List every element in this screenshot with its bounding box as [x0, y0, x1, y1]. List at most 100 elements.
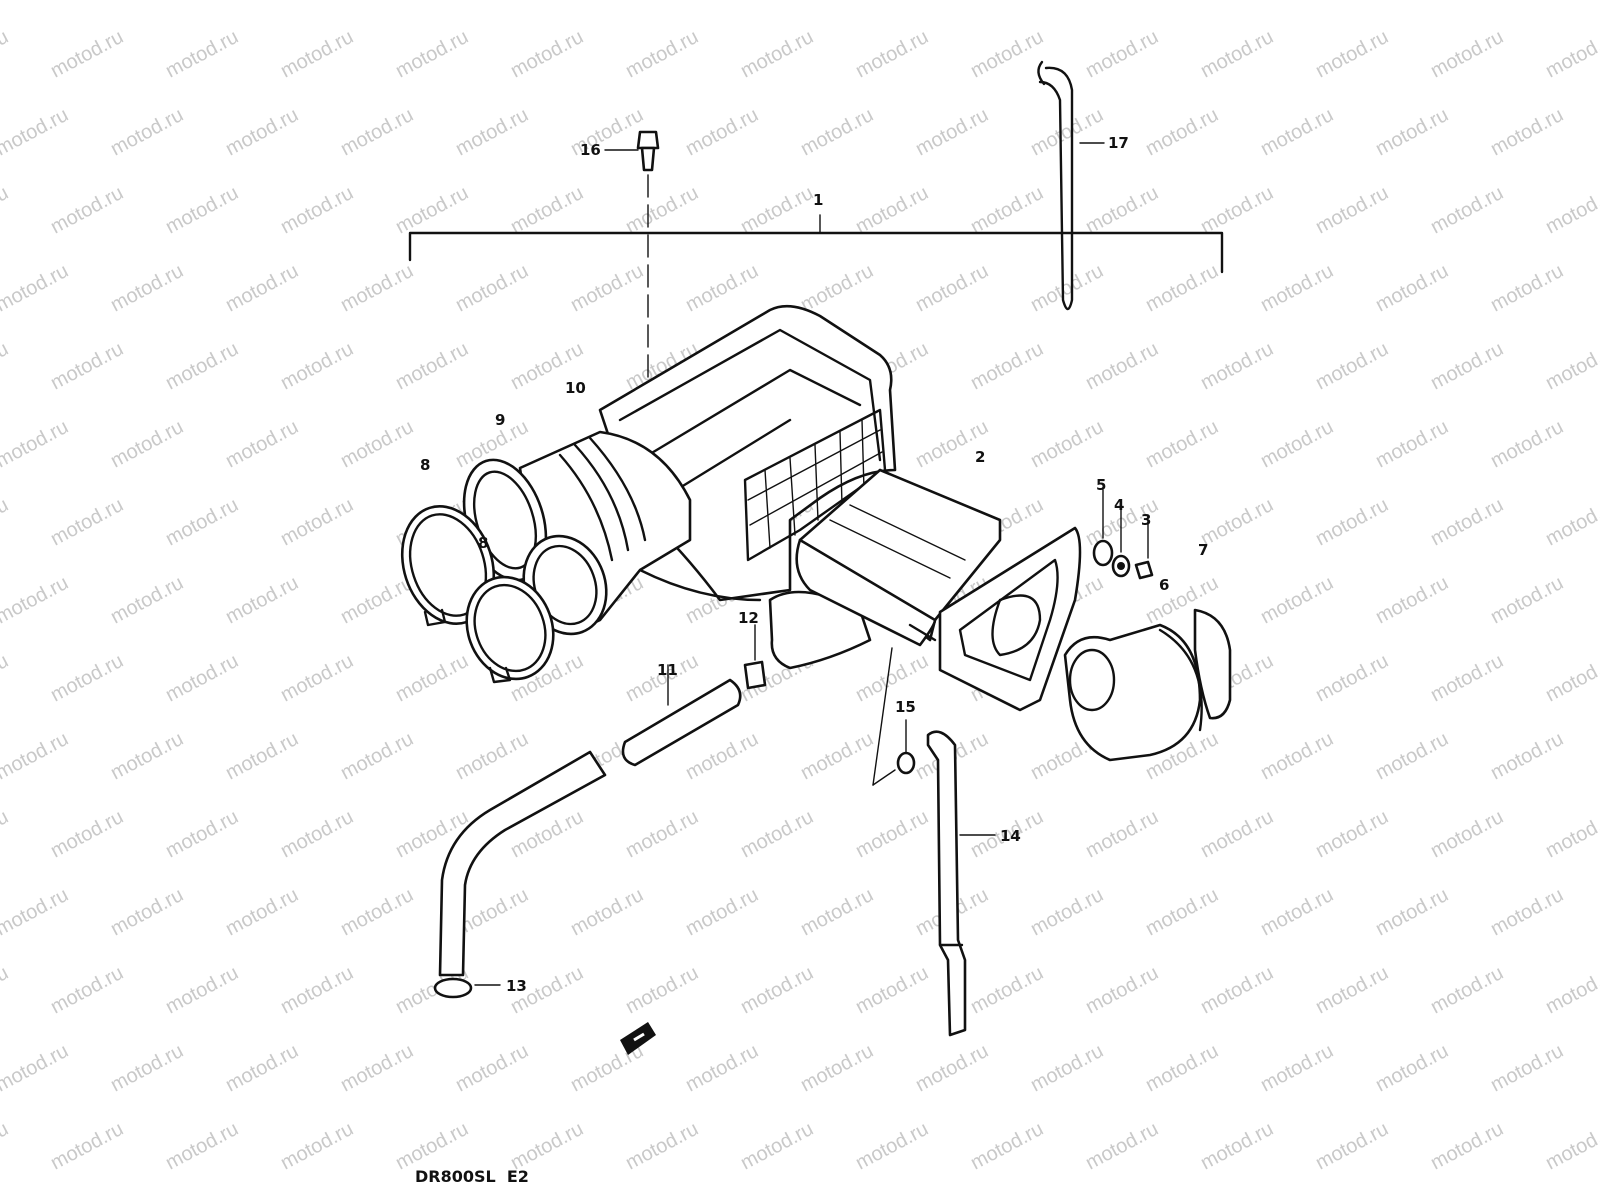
- watermark-text: motod.ru: [622, 182, 702, 238]
- callout-9: 9: [495, 411, 505, 429]
- filter-element-2: [795, 468, 1002, 647]
- watermark-text: motod.ru: [337, 728, 417, 784]
- watermark-text: motod.ru: [222, 104, 302, 160]
- watermark-text: motod.ru: [162, 494, 242, 550]
- watermark-text: motod.ru: [337, 0, 417, 4]
- watermark-text: motod.ru: [452, 1196, 532, 1200]
- watermark-text: motod.ru: [47, 1118, 127, 1174]
- watermark-text: motod.ru: [1082, 1118, 1162, 1174]
- callout-7: 7: [1198, 541, 1208, 559]
- callout-1: 1: [813, 191, 823, 209]
- watermark-text: motod.ru: [107, 0, 187, 4]
- watermark-text: motod.ru: [912, 0, 992, 4]
- watermark-text: motod.ru: [737, 26, 817, 82]
- watermark-text: motod.ru: [0, 416, 72, 472]
- watermark-text: motod.ru: [47, 182, 127, 238]
- watermark-text: motod.ru: [682, 1196, 762, 1200]
- watermark-text: motod.ru: [1427, 1118, 1507, 1174]
- watermark-text: motod.ru: [682, 104, 762, 160]
- watermark-text: motod.ru: [277, 1118, 357, 1174]
- watermark-text: motod.ru: [0, 26, 12, 82]
- assembly-bracket: [408, 214, 1224, 274]
- watermark-text: motod.ru: [967, 1118, 1047, 1174]
- watermark-text: motod.ru: [912, 104, 992, 160]
- callout-5: 5: [1096, 476, 1106, 494]
- callout-4: 4: [1114, 496, 1124, 514]
- watermark-text: motod.ru: [0, 962, 12, 1018]
- watermark-text: motod.ru: [797, 728, 877, 784]
- watermark-text: motod.ru: [622, 1118, 702, 1174]
- gasket-7: [1193, 608, 1232, 720]
- watermark-text: motod.ru: [1257, 260, 1337, 316]
- drain-tube-14: [926, 730, 996, 1037]
- watermark-text: motod.ru: [967, 26, 1047, 82]
- outlet-boot-6: [1063, 623, 1203, 762]
- watermark-text: motod.ru: [622, 806, 702, 862]
- watermark-text: motod.ru: [737, 962, 817, 1018]
- watermark-text: motod.ru: [392, 182, 472, 238]
- callout-8b: 8: [478, 534, 488, 552]
- watermark-text: motod.ru: [222, 260, 302, 316]
- watermark-text: motod.ru: [452, 260, 532, 316]
- watermark-text: motod.ru: [1487, 416, 1567, 472]
- watermark-text: motod.ru: [0, 338, 12, 394]
- watermark-text: motod.ru: [1542, 1118, 1600, 1174]
- watermark-text: motod.ru: [1427, 494, 1507, 550]
- callout-16: 16: [580, 141, 601, 159]
- clamps-8: [400, 505, 555, 684]
- watermark-text: motod.ru: [1027, 1196, 1107, 1200]
- watermark-text: motod.ru: [1487, 884, 1567, 940]
- watermark-text: motod.ru: [1082, 806, 1162, 862]
- reference-mark: [620, 1022, 656, 1055]
- watermark-text: motod.ru: [1312, 806, 1392, 862]
- watermark-text: motod.ru: [1197, 338, 1277, 394]
- watermark-text: motod.ru: [0, 806, 12, 862]
- watermark-text: motod.ru: [452, 0, 532, 4]
- callout-3: 3: [1141, 511, 1151, 529]
- watermark-text: motod.ru: [682, 1040, 762, 1096]
- watermark-text: motod.ru: [0, 1196, 72, 1200]
- watermark-text: motod.ru: [277, 650, 357, 706]
- watermark-text: motod.ru: [0, 572, 72, 628]
- watermark-text: motod.ru: [567, 884, 647, 940]
- watermark-text: motod.ru: [852, 26, 932, 82]
- watermark-text: motod.ru: [47, 338, 127, 394]
- watermark-text: motod.ru: [162, 806, 242, 862]
- watermark-text: motod.ru: [1257, 728, 1337, 784]
- watermark-text: motod.ru: [682, 884, 762, 940]
- hose-11: [621, 664, 742, 767]
- watermark-text: motod.ru: [452, 104, 532, 160]
- watermark-text: motod.ru: [507, 26, 587, 82]
- watermark-text: motod.ru: [0, 182, 12, 238]
- watermark-text: motod.ru: [1027, 104, 1107, 160]
- watermark-text: motod.ru: [452, 728, 532, 784]
- watermark-text: motod.ru: [107, 884, 187, 940]
- watermark-text: motod.ru: [1312, 338, 1392, 394]
- watermark-text: motod.ru: [1027, 1040, 1107, 1096]
- watermark-text: motod.ru: [1372, 728, 1452, 784]
- callout-labels: 1 2 3 4 5 6 7 8 8 9 10 11 12 13 14 15 16…: [420, 134, 1208, 995]
- watermark-text: motod.ru: [1542, 806, 1600, 862]
- watermark-text: motod.ru: [1142, 1040, 1222, 1096]
- watermark-text: motod.ru: [1197, 494, 1277, 550]
- pin-17: [1037, 60, 1105, 311]
- watermark-text: motod.ru: [1257, 0, 1337, 4]
- model-label: DR800SL E2: [415, 1167, 529, 1186]
- watermark-text: motod.ru: [0, 0, 72, 4]
- callout-6: 6: [1159, 576, 1169, 594]
- watermark-text: motod.ru: [1312, 962, 1392, 1018]
- watermark-text: motod.ru: [1487, 1040, 1567, 1096]
- watermark-text: motod.ru: [222, 884, 302, 940]
- watermark-text: motod.ru: [1372, 260, 1452, 316]
- watermark-text: motod.ru: [162, 182, 242, 238]
- watermark-text: motod.ru: [0, 1040, 72, 1096]
- watermark-text: motod.ru: [392, 338, 472, 394]
- watermark-text: motod.ru: [1257, 1040, 1337, 1096]
- watermark-text: motod.ru: [797, 0, 877, 4]
- watermark-text: motod.ru: [452, 1040, 532, 1096]
- callout-12: 12: [738, 609, 759, 627]
- watermark-text: motod.ru: [0, 1118, 12, 1174]
- watermark-text: motod.ru: [277, 182, 357, 238]
- watermark-text: motod.ru: [682, 0, 762, 4]
- watermark-text: motod.ru: [1427, 26, 1507, 82]
